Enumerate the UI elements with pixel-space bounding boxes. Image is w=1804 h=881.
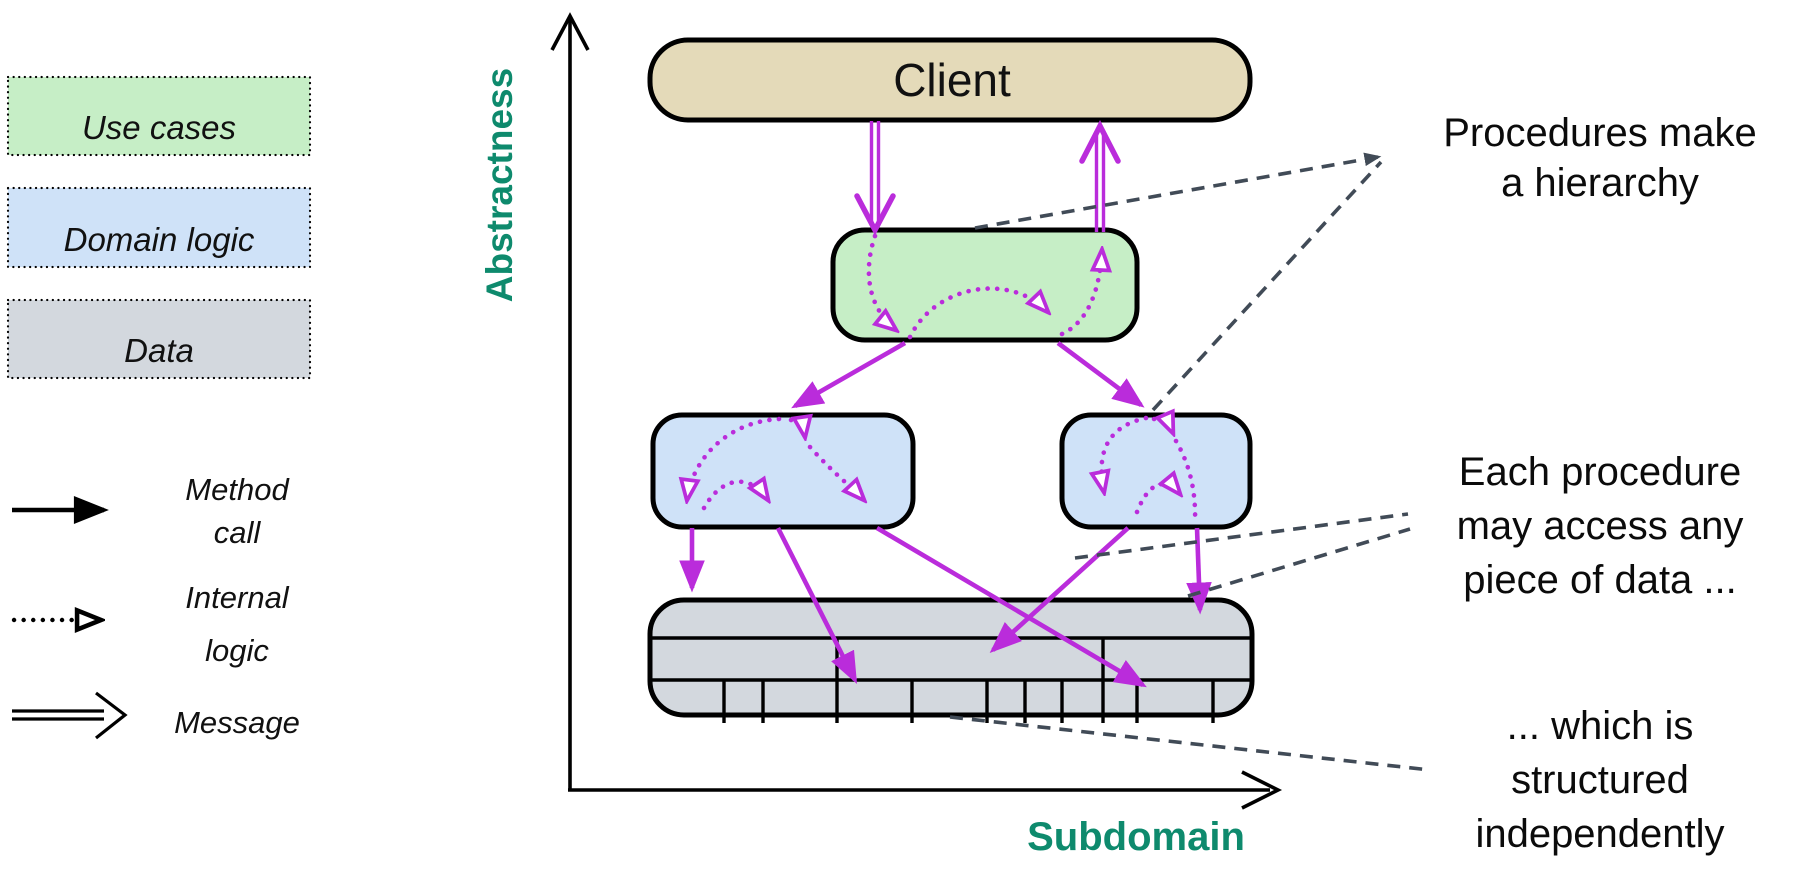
annotation-data-access: Each procedure may access any piece of d… [1457,450,1744,602]
legend-swatch-use-cases [6,75,312,157]
legend-label-message: Message [174,705,300,740]
domain-left-internal-logic [687,419,864,511]
callout-hierarchy-from-use-case [974,152,1382,230]
legend-label-domain-logic: Domain logic [64,221,255,258]
message-arrow-icon [12,691,128,740]
message-arrow-up [1079,119,1121,232]
legend-label-method-call-1: Method [185,472,290,507]
legend-swatch-data [6,298,312,380]
axes: Abstractness Subdomain [479,12,1283,859]
callout-data-access-2 [1187,527,1411,598]
annotation-data-access-line3: piece of data ... [1463,558,1737,602]
y-axis-label: Abstractness [479,68,520,302]
annotation-hierarchy-line1: Procedures make [1443,111,1756,155]
client-box [647,37,1253,123]
callout-data-access-1 [1074,512,1409,560]
callout-data-structure [949,715,1431,772]
x-axis-arrowhead-icon [1241,770,1283,810]
y-axis-arrowhead-icon [550,12,590,51]
annotation-data-access-line2: may access any [1457,504,1744,548]
legend: Use cases Domain logic Data Method call … [6,75,312,740]
annotation-hierarchy-line2: a hierarchy [1501,161,1699,205]
callout-hierarchy-from-domain [1151,160,1383,412]
x-axis-label: Subdomain [1027,815,1245,859]
use-case-internal-logic [866,233,1102,340]
legend-swatch-domain-logic [6,186,312,269]
data-box [647,597,1255,723]
annotation-data-structure-line2: structured [1511,758,1689,802]
domain-logic-box-left [650,412,916,530]
annotation-data-structure-line1: ... which is [1507,704,1694,748]
domain-right-internal-logic [1102,418,1198,525]
legend-label-method-call-2: call [214,515,262,550]
client-box-label: Client [893,54,1011,106]
legend-label-data: Data [124,332,194,369]
annotation-hierarchy: Procedures make a hierarchy [1443,111,1756,205]
legend-label-internal-logic-1: Internal [185,580,290,615]
use-case-box [830,227,1140,343]
legend-label-use-cases: Use cases [82,109,236,146]
method-call-arrows [679,341,1212,688]
annotation-data-structure-line3: independently [1475,812,1724,856]
callout-lines [949,152,1431,772]
domain-logic-box-right [1059,412,1253,530]
legend-label-internal-logic-2: logic [205,633,269,668]
message-arrow-down [854,121,896,236]
annotation-data-access-line1: Each procedure [1459,450,1741,494]
annotation-data-structure: ... which is structured independently [1475,704,1724,856]
